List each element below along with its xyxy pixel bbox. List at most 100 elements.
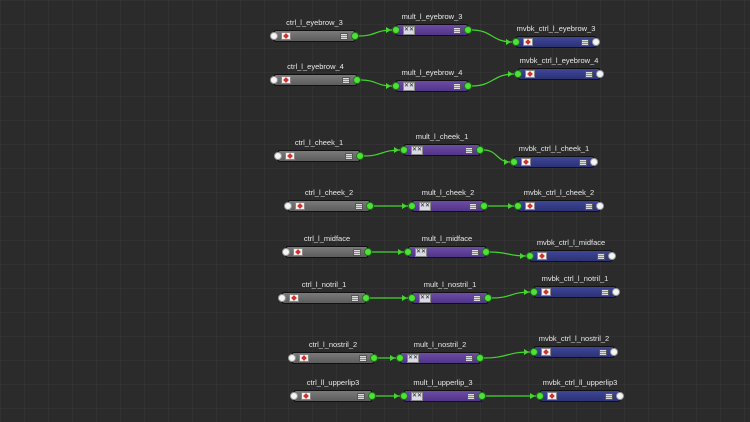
mult-node[interactable]: mult_l_midface✕✕ <box>404 234 490 258</box>
attribute-list-icon[interactable] <box>342 77 350 84</box>
ctrl-node[interactable]: ctrl_l_nostril_2 <box>288 340 378 364</box>
output-port[interactable] <box>478 392 486 400</box>
input-port[interactable] <box>512 38 520 46</box>
ctrl-node[interactable]: ctrl_l_cheek_1 <box>274 138 364 162</box>
mult-node[interactable]: mult_l_eyebrow_4✕✕ <box>392 68 472 92</box>
mult-node[interactable]: mult_l_nostril_2✕✕ <box>396 340 484 364</box>
node-body[interactable] <box>530 250 612 262</box>
attribute-list-icon[interactable] <box>585 203 593 210</box>
input-port[interactable] <box>530 288 538 296</box>
node-body[interactable] <box>518 200 600 212</box>
ctrl-node[interactable]: ctrl_l_cheek_2 <box>284 188 374 212</box>
node-body[interactable]: ✕✕ <box>412 292 488 304</box>
attribute-list-icon[interactable] <box>599 349 607 356</box>
node-body[interactable]: ✕✕ <box>404 390 482 402</box>
attribute-list-icon[interactable] <box>605 393 613 400</box>
node-body[interactable]: ✕✕ <box>404 144 480 156</box>
input-port[interactable] <box>396 354 404 362</box>
mvbk-node[interactable]: mvbk_ctrl_l_notril_1 <box>530 274 620 298</box>
output-port[interactable] <box>356 152 364 160</box>
node-body[interactable]: ✕✕ <box>396 24 468 36</box>
input-port[interactable] <box>408 294 416 302</box>
attribute-list-icon[interactable] <box>581 39 589 46</box>
connection-wire[interactable] <box>471 73 515 87</box>
input-port[interactable] <box>282 248 290 256</box>
attribute-list-icon[interactable] <box>465 355 473 362</box>
node-body[interactable] <box>286 246 368 258</box>
mvbk-node[interactable]: mvbk_ctrl_l_eyebrow_4 <box>514 56 604 80</box>
attribute-list-icon[interactable] <box>585 71 593 78</box>
input-port[interactable] <box>270 76 278 84</box>
output-port[interactable] <box>596 70 604 78</box>
connection-wire[interactable] <box>491 291 531 299</box>
mvbk-node[interactable]: mvbk_ctrl_l_nostril_2 <box>530 334 618 358</box>
mult-node[interactable]: mult_l_upperlip_3✕✕ <box>400 378 486 402</box>
attribute-list-icon[interactable] <box>453 83 461 90</box>
output-port[interactable] <box>592 38 600 46</box>
output-port[interactable] <box>476 146 484 154</box>
output-port[interactable] <box>366 202 374 210</box>
attribute-list-icon[interactable] <box>351 295 359 302</box>
output-port[interactable] <box>616 392 624 400</box>
connection-wire[interactable] <box>489 251 527 257</box>
output-port[interactable] <box>476 354 484 362</box>
output-port[interactable] <box>351 32 359 40</box>
connection-wire[interactable] <box>358 29 393 37</box>
ctrl-node[interactable]: ctrl_l_midface <box>282 234 372 258</box>
output-port[interactable] <box>590 158 598 166</box>
node-body[interactable] <box>292 352 374 364</box>
output-port[interactable] <box>480 202 488 210</box>
mult-node[interactable]: mult_l_eyebrow_3✕✕ <box>392 12 472 36</box>
input-port[interactable] <box>288 354 296 362</box>
node-body[interactable] <box>514 156 594 168</box>
node-body[interactable] <box>282 292 366 304</box>
ctrl-node[interactable]: ctrl_l_eyebrow_4 <box>270 62 361 86</box>
attribute-list-icon[interactable] <box>579 159 587 166</box>
connection-wire[interactable] <box>471 29 513 43</box>
input-port[interactable] <box>278 294 286 302</box>
input-port[interactable] <box>404 248 412 256</box>
output-port[interactable] <box>353 76 361 84</box>
output-port[interactable] <box>370 354 378 362</box>
mvbk-node[interactable]: mvbk_ctrl_l_cheek_2 <box>514 188 604 212</box>
output-port[interactable] <box>464 26 472 34</box>
attribute-list-icon[interactable] <box>357 393 365 400</box>
output-port[interactable] <box>484 294 492 302</box>
connection-wire[interactable] <box>363 149 401 157</box>
node-body[interactable]: ✕✕ <box>412 200 484 212</box>
node-body[interactable] <box>540 390 620 402</box>
node-body[interactable] <box>274 74 357 86</box>
input-port[interactable] <box>274 152 282 160</box>
mvbk-node[interactable]: mvbk_ctrl_l_cheek_1 <box>510 144 598 168</box>
attribute-list-icon[interactable] <box>340 33 348 40</box>
attribute-list-icon[interactable] <box>465 147 473 154</box>
node-body[interactable] <box>534 286 616 298</box>
input-port[interactable] <box>270 32 278 40</box>
ctrl-node[interactable]: ctrl_l_notril_1 <box>278 280 370 304</box>
attribute-list-icon[interactable] <box>473 295 481 302</box>
output-port[interactable] <box>368 392 376 400</box>
node-body[interactable]: ✕✕ <box>408 246 486 258</box>
connection-wire[interactable] <box>360 79 393 87</box>
mult-node[interactable]: mult_l_cheek_2✕✕ <box>408 188 488 212</box>
output-port[interactable] <box>364 248 372 256</box>
output-port[interactable] <box>612 288 620 296</box>
output-port[interactable] <box>464 82 472 90</box>
attribute-list-icon[interactable] <box>345 153 353 160</box>
connection-wire[interactable] <box>483 351 531 359</box>
input-port[interactable] <box>526 252 534 260</box>
input-port[interactable] <box>510 158 518 166</box>
mvbk-node[interactable]: mvbk_ctrl_l_midface <box>526 238 616 262</box>
output-port[interactable] <box>482 248 490 256</box>
node-body[interactable] <box>534 346 614 358</box>
node-body[interactable] <box>274 30 355 42</box>
node-body[interactable] <box>518 68 600 80</box>
attribute-list-icon[interactable] <box>353 249 361 256</box>
attribute-list-icon[interactable] <box>355 203 363 210</box>
input-port[interactable] <box>392 26 400 34</box>
input-port[interactable] <box>290 392 298 400</box>
attribute-list-icon[interactable] <box>469 203 477 210</box>
input-port[interactable] <box>400 146 408 154</box>
mult-node[interactable]: mult_l_nostril_1✕✕ <box>408 280 492 304</box>
